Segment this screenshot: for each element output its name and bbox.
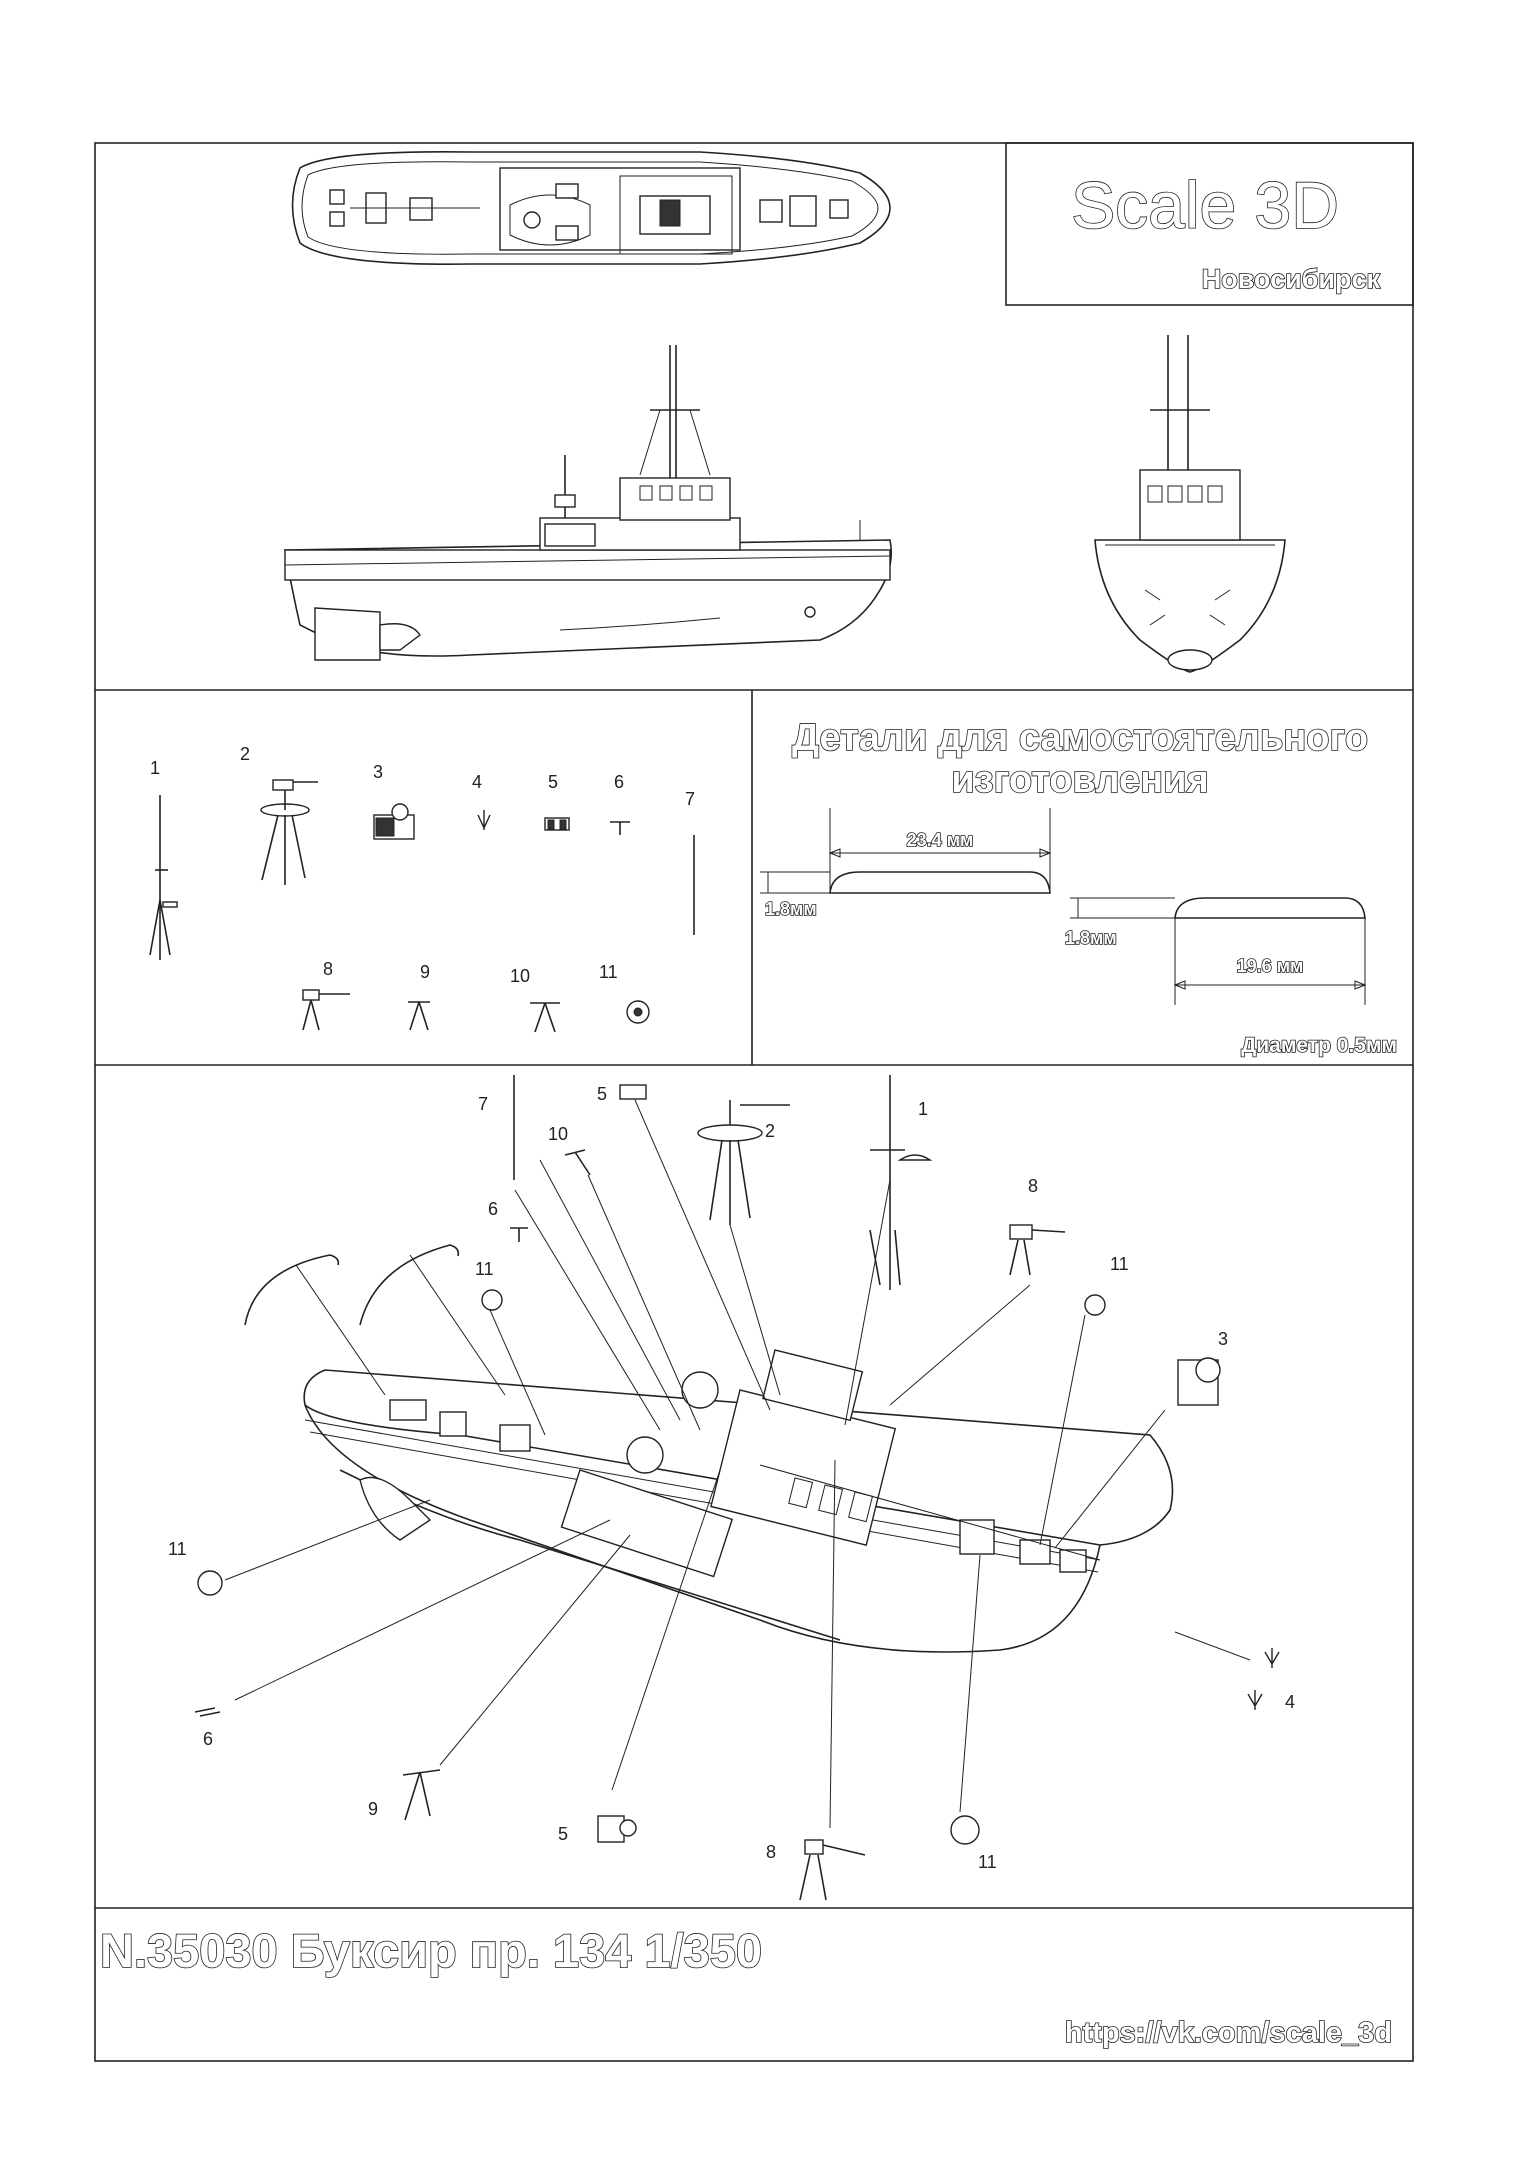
callout-label: 5 xyxy=(558,1824,568,1844)
dimension-height-a: 1.8мм xyxy=(765,899,817,919)
side-view-drawing xyxy=(284,345,893,661)
part-label: 3 xyxy=(373,762,383,782)
callout-label: 3 xyxy=(1218,1329,1228,1349)
part-label: 11 xyxy=(599,962,618,982)
callout-label: 8 xyxy=(766,1842,776,1862)
callout-label: 5 xyxy=(597,1084,607,1104)
dimension-length-a: 23.4 мм xyxy=(907,830,974,850)
part-8-tripod xyxy=(302,989,350,1031)
part-2-tripod-searchlight xyxy=(260,779,318,885)
dimension-height-b: 1.8мм xyxy=(1065,928,1117,948)
callout-label: 4 xyxy=(1285,1692,1295,1712)
rail-detail-a xyxy=(760,808,1052,894)
assembly-parts xyxy=(194,1075,1280,1901)
part-label: 2 xyxy=(240,744,250,764)
part-10-a-frame xyxy=(530,1002,560,1033)
callout-label: 7 xyxy=(478,1094,488,1114)
part-label: 4 xyxy=(472,772,482,792)
part-11-reel xyxy=(626,1000,650,1024)
callout-label: 8 xyxy=(1028,1176,1038,1196)
brand-box xyxy=(1005,142,1414,306)
rail-b xyxy=(359,1244,460,1326)
callout-label: 11 xyxy=(168,1539,187,1559)
part-1-mast xyxy=(149,795,178,960)
callout-label: 10 xyxy=(548,1124,568,1144)
rail-detail-b xyxy=(1070,897,1367,1005)
callout-label: 6 xyxy=(488,1199,498,1219)
callout-label: 2 xyxy=(765,1121,775,1141)
part-5-bollard xyxy=(544,817,570,831)
dimension-length-b: 19.6 мм xyxy=(1237,956,1304,976)
part-9-a-frame xyxy=(408,1001,430,1031)
rail-a xyxy=(244,1254,340,1326)
part-label: 6 xyxy=(614,772,624,792)
part-label: 1 xyxy=(150,758,160,778)
callout-label: 9 xyxy=(368,1799,378,1819)
callout-label: 1 xyxy=(918,1099,928,1119)
part-label: 10 xyxy=(510,966,530,986)
dimension-diameter: Диаметр 0.5мм xyxy=(1241,1034,1397,1057)
section-title-line-1: Детали для самостоятельного xyxy=(792,717,1368,759)
assembly-drawing xyxy=(303,1349,1174,1653)
top-view-drawing xyxy=(291,151,891,265)
section-title-line-2: изготовления xyxy=(951,759,1208,801)
parts-list-labels: 1 2 3 4 5 6 7 8 9 10 11 xyxy=(150,744,695,986)
website-link[interactable]: https://vk.com/scale_3d xyxy=(1064,2016,1393,2050)
part-3-winch xyxy=(373,803,415,840)
callout-label: 11 xyxy=(978,1852,997,1872)
brand-name: Scale 3D xyxy=(1071,168,1339,242)
assembly-labels: 7 5 2 1 10 6 8 11 11 3 11 4 6 9 5 8 11 xyxy=(168,1084,1295,1872)
part-6-fitting xyxy=(610,821,630,835)
callout-label: 11 xyxy=(1110,1254,1129,1274)
part-label: 7 xyxy=(685,789,695,809)
part-label: 8 xyxy=(323,959,333,979)
callout-label: 11 xyxy=(475,1259,494,1279)
part-4-anchor xyxy=(477,810,491,830)
sheet-frame xyxy=(94,142,1414,2062)
brand-city: Новосибирск xyxy=(1202,264,1381,294)
part-label: 9 xyxy=(420,962,430,982)
product-title: N.35030 Буксир пр. 134 1/350 xyxy=(100,1924,762,1977)
parts-list xyxy=(149,779,695,1033)
front-view-drawing xyxy=(1094,335,1286,673)
part-label: 5 xyxy=(548,772,558,792)
leader-lines xyxy=(224,1099,1251,1829)
callout-label: 6 xyxy=(203,1729,213,1749)
